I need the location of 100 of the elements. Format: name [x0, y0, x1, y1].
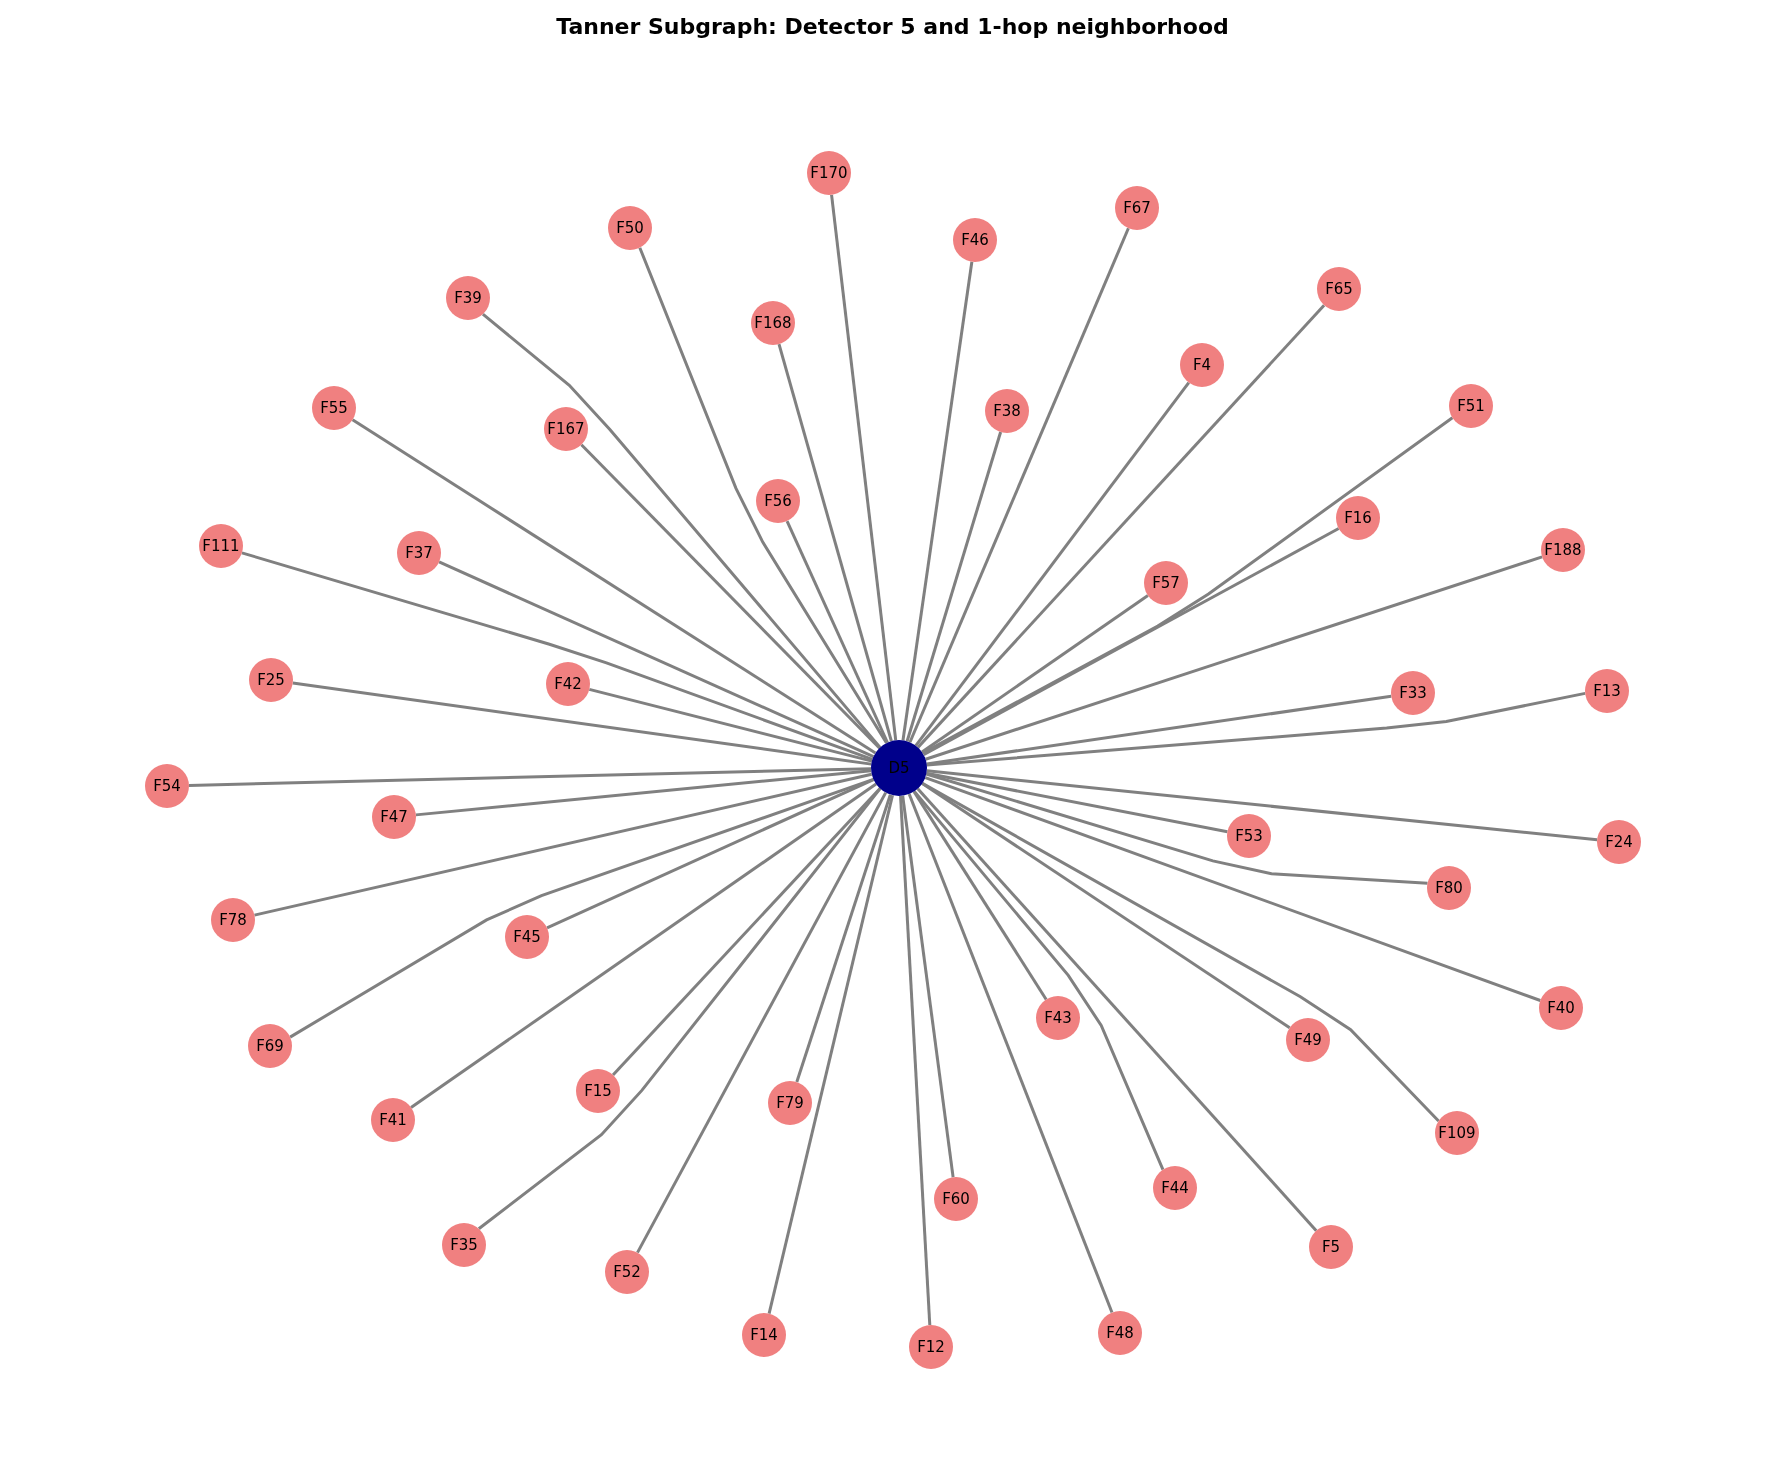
fault-node	[372, 795, 416, 839]
node-label: F168	[754, 314, 792, 332]
fault-node	[768, 1081, 812, 1125]
detector-node	[871, 740, 927, 796]
connector-line	[926, 769, 1598, 842]
node-label: F109	[1438, 1124, 1476, 1142]
node-label: F65	[1325, 280, 1353, 298]
fault-node	[1036, 996, 1080, 1040]
fault-node	[1317, 267, 1361, 311]
connector-line	[914, 381, 1190, 747]
fault-node	[909, 1325, 953, 1369]
connector-line	[924, 776, 1541, 1002]
node-label: F14	[750, 1326, 778, 1344]
connector-line	[767, 794, 894, 1314]
node-label: F40	[1547, 999, 1575, 1017]
fault-node	[608, 206, 652, 250]
node-label: F69	[256, 1037, 284, 1055]
connector-line	[351, 418, 877, 755]
connector-line	[925, 555, 1543, 761]
fault-node	[1585, 669, 1629, 713]
fault-node	[1541, 528, 1585, 572]
fault-node	[505, 915, 549, 959]
connector-line	[916, 787, 1318, 1232]
node-label: F15	[584, 1082, 612, 1100]
node-label: F45	[513, 928, 541, 946]
connector-line	[921, 594, 1149, 754]
fault-node	[544, 407, 588, 451]
node-label: D5	[888, 759, 910, 777]
fault-node	[1336, 496, 1380, 540]
connector-line	[410, 782, 877, 1109]
connector-line	[899, 795, 932, 1326]
node-label: F53	[1235, 827, 1263, 845]
fault-node	[934, 1177, 978, 1221]
connector-line	[477, 787, 882, 1230]
node-label: F43	[1044, 1009, 1072, 1027]
connector-line	[912, 790, 1048, 1001]
node-label: F54	[153, 777, 181, 795]
fault-node	[605, 1250, 649, 1294]
fault-node	[576, 1069, 620, 1113]
connector-line	[905, 431, 1003, 742]
fault-node	[1391, 671, 1435, 715]
connector-line	[926, 691, 1586, 767]
node-label: F46	[961, 231, 989, 249]
node-label: F47	[380, 808, 408, 826]
fault-node	[756, 479, 800, 523]
connector-line	[925, 772, 1428, 885]
fault-node	[249, 658, 293, 702]
connector-line	[926, 694, 1392, 766]
fault-node	[1539, 986, 1583, 1030]
connector-line	[292, 681, 872, 766]
fault-node	[446, 276, 490, 320]
node-label: F78	[219, 911, 247, 929]
node-label: F37	[405, 544, 433, 562]
fault-node	[1115, 186, 1159, 230]
connector-line	[785, 520, 889, 744]
node-label: F35	[450, 1236, 478, 1254]
node-label: F33	[1399, 684, 1427, 702]
fault-node	[807, 151, 851, 195]
fault-node	[1180, 343, 1224, 387]
connector-line	[438, 560, 875, 758]
node-label: F60	[942, 1190, 970, 1208]
node-label: F67	[1123, 199, 1151, 217]
connector-line	[481, 313, 882, 749]
fault-node	[1449, 384, 1493, 428]
connector-line	[580, 443, 881, 750]
fault-node	[1309, 1225, 1353, 1269]
connector-line	[926, 771, 1228, 834]
connector-line	[611, 787, 881, 1076]
node-label: F55	[320, 399, 348, 417]
connector-line	[901, 795, 955, 1178]
node-label: F56	[764, 492, 792, 510]
node-label: F44	[1161, 1179, 1189, 1197]
node-label: F170	[810, 164, 848, 182]
node-label: F25	[257, 671, 285, 689]
fault-node	[1227, 814, 1271, 858]
node-label: F111	[202, 537, 240, 555]
connector-line	[795, 794, 892, 1083]
connector-line	[546, 778, 875, 930]
connector-line	[636, 791, 888, 1254]
connector-line	[588, 687, 873, 763]
fault-node	[1427, 866, 1471, 910]
connector-line	[830, 194, 898, 741]
node-label: F12	[917, 1338, 945, 1356]
fault-node	[1597, 820, 1641, 864]
connector-line	[916, 304, 1326, 749]
connector-line	[638, 247, 888, 744]
fault-node	[1144, 561, 1188, 605]
fault-node	[742, 1313, 786, 1357]
node-label: F57	[1152, 574, 1180, 592]
fault-node	[145, 764, 189, 808]
node-label: F41	[379, 1111, 407, 1129]
connector-line	[907, 793, 1114, 1314]
fault-node	[248, 1024, 292, 1068]
connector-line	[913, 790, 1165, 1171]
connector-line	[921, 782, 1440, 1122]
chart-title: Tanner Subgraph: Detector 5 and 1-hop neighborhood	[555, 14, 1230, 39]
fault-node	[1286, 1018, 1330, 1062]
fault-node	[199, 524, 243, 568]
fault-node	[312, 386, 356, 430]
fault-node	[442, 1223, 486, 1267]
